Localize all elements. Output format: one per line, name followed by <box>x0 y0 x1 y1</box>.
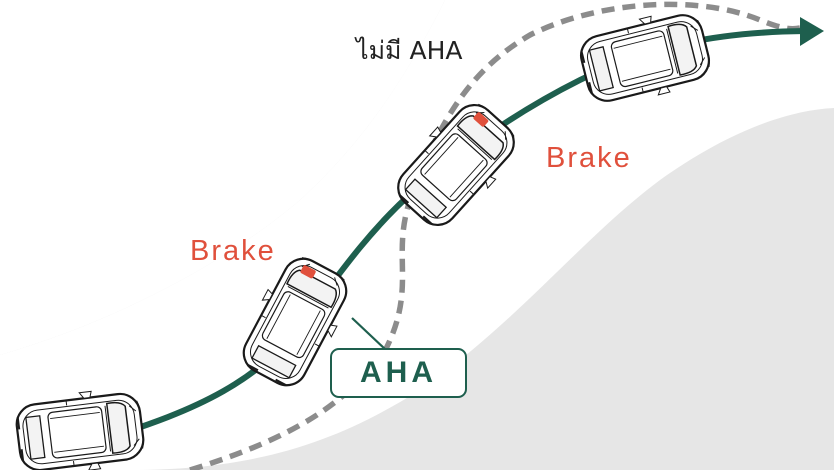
road <box>0 0 445 355</box>
car-icon <box>230 247 360 397</box>
car-icon <box>384 91 528 239</box>
no-aha-label: ไม่มี AHA <box>356 36 463 65</box>
brake-light-icon <box>300 265 316 279</box>
brake-label: Brake <box>546 142 632 174</box>
arrow-head-icon <box>800 17 824 46</box>
aha-callout: AHA <box>330 348 467 398</box>
aha-label: AHA <box>360 356 437 389</box>
brake-label: Brake <box>190 235 276 267</box>
brake-light-icon <box>473 112 489 127</box>
aha-callout-pointer <box>351 317 387 351</box>
